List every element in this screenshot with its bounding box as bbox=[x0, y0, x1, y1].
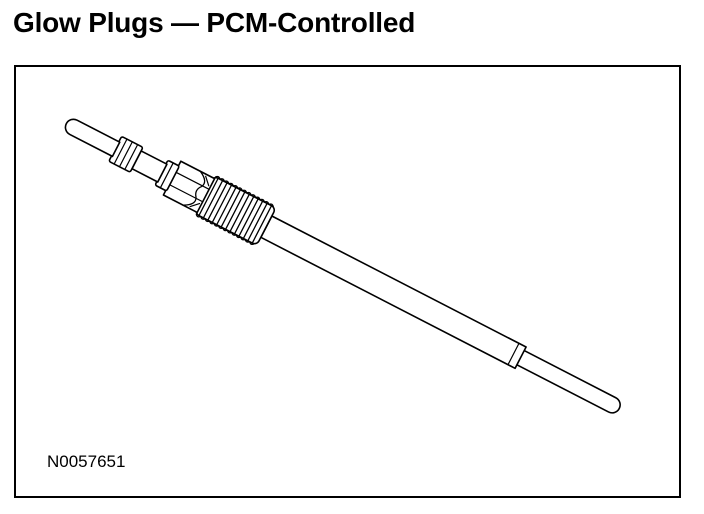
glow-plug-illustration bbox=[64, 118, 621, 414]
sheath-body bbox=[260, 215, 527, 370]
terminal-pin bbox=[64, 118, 121, 158]
page-title: Glow Plugs — PCM-Controlled bbox=[13, 7, 416, 38]
figure-frame: N0057651 bbox=[14, 65, 681, 498]
heater-tip bbox=[513, 348, 621, 414]
thread-section bbox=[195, 175, 276, 246]
figure-id-label: N0057651 bbox=[47, 452, 126, 471]
